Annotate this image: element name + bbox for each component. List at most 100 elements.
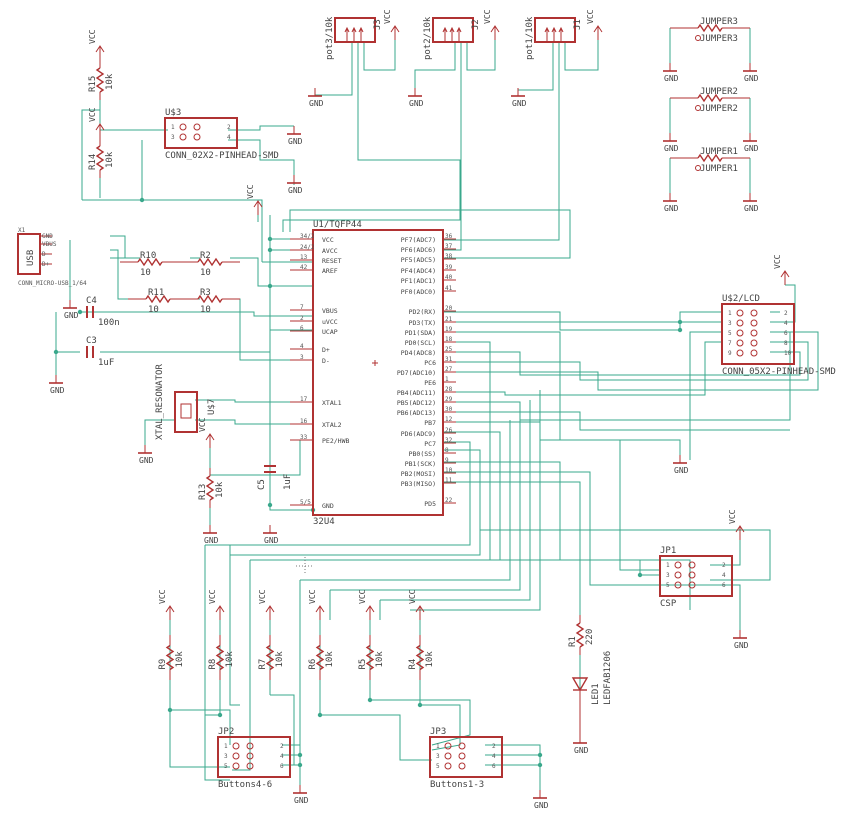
resistor-value: 10k xyxy=(215,481,225,498)
vcc-label: VCC xyxy=(198,417,207,432)
resistor-ref: R10 xyxy=(140,251,156,261)
chip-pin-number-right: 25 xyxy=(445,346,453,353)
resistor-ref: R4 xyxy=(408,659,418,670)
chip-pin-number-right: 37 xyxy=(445,243,453,250)
net-wire xyxy=(380,400,531,601)
resistor-ref: R5 xyxy=(358,659,368,670)
header-pin-number: 4 xyxy=(280,753,284,760)
chip-pin-label-left: PE2/HWB xyxy=(322,437,349,445)
net-wire xyxy=(363,40,396,71)
chip-pin-label-right: PE6 xyxy=(424,379,436,387)
header-pin xyxy=(674,571,682,579)
usb-name: CONN_MICRO-USB_1/64 xyxy=(18,280,87,287)
vcc-arrow xyxy=(593,25,603,33)
header-name: Buttons1-3 xyxy=(430,780,484,790)
gnd-label: GND xyxy=(664,144,679,153)
vcc-arrow xyxy=(253,200,263,208)
header-ref: JP2 xyxy=(218,727,234,737)
junction-dot xyxy=(267,502,273,508)
resistor-body xyxy=(165,644,175,671)
vcc-arrow xyxy=(95,45,105,53)
chip-pin-number-right: 18 xyxy=(445,336,453,343)
chip-pin-label-right: PD5 xyxy=(424,500,436,508)
chip-pin-number-right: 36 xyxy=(445,233,453,240)
gnd-label: GND xyxy=(664,204,679,213)
net-wire xyxy=(204,545,230,781)
net-wire xyxy=(315,42,353,96)
junction-dot xyxy=(637,572,643,578)
net-wire xyxy=(443,421,660,571)
net-wire xyxy=(100,329,313,353)
chip-pin-number-right: 19 xyxy=(445,326,453,333)
capacitor-ref: C5 xyxy=(257,479,267,490)
pot-label: pot2/10k xyxy=(423,16,433,60)
net-wire xyxy=(443,331,681,455)
chip-pin-label-left: GND xyxy=(322,502,334,510)
header-pin-number: 5 xyxy=(224,763,228,770)
vcc-label: VCC xyxy=(383,9,392,24)
resistor-ref: R15 xyxy=(88,76,98,92)
vcc-label: VCC xyxy=(408,589,417,604)
usb-ref: X1 xyxy=(18,227,26,234)
header-pin xyxy=(750,319,758,327)
chip-pin-number-left: 2 xyxy=(300,315,304,322)
pot-label: pot3/10k xyxy=(325,16,335,60)
net-wire xyxy=(80,311,313,317)
resistor-body xyxy=(415,644,425,671)
net-wire xyxy=(289,209,571,259)
vcc-arrow xyxy=(415,605,425,613)
capacitor-value: 1uF xyxy=(98,358,114,368)
header-outline xyxy=(429,736,503,778)
chip-pin-label-left: AREF xyxy=(322,267,338,275)
vcc-arrow xyxy=(205,433,215,441)
chip-pin-number-right: 10 xyxy=(445,467,453,474)
chip-pin-number-left: 33 xyxy=(300,434,308,441)
header-pin xyxy=(444,762,452,770)
usb-pin-label: D+ xyxy=(42,261,50,268)
resistor-ref: R14 xyxy=(88,154,98,170)
net-wire xyxy=(443,341,722,396)
header-pin-number: 8 xyxy=(784,340,788,347)
chip-pin-label-left: uVCC xyxy=(322,318,338,326)
net-wire xyxy=(518,42,554,91)
header-pin-number: 3 xyxy=(171,134,175,141)
chip-pin-label-right: PB5(ADC12) xyxy=(397,399,436,407)
header-name: CSP xyxy=(660,599,677,609)
chip-pin-number-right: 30 xyxy=(445,406,453,413)
net-wire xyxy=(443,341,660,576)
vcc-arrow xyxy=(165,605,175,613)
header-name: Buttons4-6 xyxy=(218,780,272,790)
header-pin-number: 1 xyxy=(436,743,440,750)
chip-pin-number-left: 3 xyxy=(300,354,304,361)
resistor-body xyxy=(197,294,223,304)
net-wire xyxy=(269,460,313,511)
header-pin xyxy=(246,742,254,750)
net-wire xyxy=(250,431,501,561)
header-pin xyxy=(674,561,682,569)
header-pin-number: 7 xyxy=(728,340,732,347)
chip-pin-label-right: PB6(ADC13) xyxy=(397,409,436,417)
header-pin-number: 2 xyxy=(280,743,284,750)
chip-pin-label-right: PF0(ADC0) xyxy=(401,288,436,296)
gnd-label: GND xyxy=(204,536,219,545)
header-pin-number: 9 xyxy=(728,350,732,357)
chip-pin-number-right: 39 xyxy=(445,264,453,271)
header-pin-number: 4 xyxy=(784,320,788,327)
resistor-value: 10 xyxy=(140,268,151,278)
vcc-label: VCC xyxy=(308,589,317,604)
header-pin-number: 6 xyxy=(784,330,788,337)
resistor-body xyxy=(315,644,325,671)
pot-ref: J3 xyxy=(373,19,383,30)
chip-pin-label-right: PB3(MISO) xyxy=(401,480,436,488)
net-wire xyxy=(443,341,809,381)
capacitor-value: 100n xyxy=(98,318,120,328)
chip-pin-label-right: PD0(SCL) xyxy=(405,339,436,347)
chip-pin-number-right: 40 xyxy=(445,274,453,281)
junction-dot xyxy=(267,283,273,289)
chip-pin-number-left: 34/2 xyxy=(300,233,315,240)
resistor-value: 10k xyxy=(105,73,115,90)
net-wire xyxy=(564,40,599,71)
header-pin xyxy=(444,742,452,750)
chip-pin-number-right: 27 xyxy=(445,366,453,373)
resistor-value: 10k xyxy=(175,651,185,668)
